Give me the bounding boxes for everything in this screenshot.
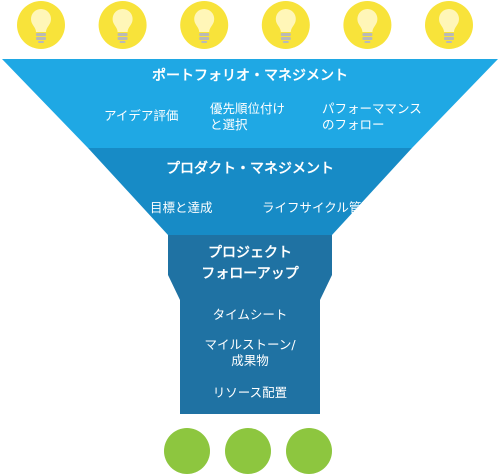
lifecycle-management-label: ライフサイクル管理: [262, 200, 374, 215]
prioritization-selection-label: 優先順位付け と選択: [210, 101, 286, 133]
lightbulb-icon: [343, 1, 392, 49]
product-stage-shape: [88, 148, 412, 235]
portfolio-management-title: ポートフォリオ・マネジメント: [152, 68, 348, 84]
portfolio-stage-shape: [2, 59, 498, 148]
result-circle: [286, 428, 332, 474]
lightbulb-icon: [261, 1, 310, 49]
performance-followup-label: パフォーママンス のフォロー: [322, 101, 422, 133]
resource-allocation-label: リソース配置: [212, 385, 288, 400]
product-management-title: プロダクト・マネジメント: [166, 161, 334, 177]
result-circles: [164, 428, 332, 474]
milestone-deliverable-label: マイルストーン/ 成果物: [204, 337, 296, 369]
idea-bulbs: [17, 1, 473, 49]
goals-achievement-label: 目標と達成: [150, 200, 213, 215]
lightbulb-icon: [180, 1, 229, 49]
lightbulb-icon: [98, 1, 147, 49]
project-followup-title: プロジェクト フォローアップ: [201, 245, 299, 282]
lightbulb-icon: [17, 1, 65, 49]
idea-evaluation-label: アイデア評価: [104, 108, 179, 123]
lightbulb-icon: [425, 1, 473, 49]
result-circle: [225, 428, 271, 474]
result-circle: [164, 428, 210, 474]
timesheet-label: タイムシート: [212, 307, 288, 322]
project-stage-shape: [168, 235, 332, 414]
